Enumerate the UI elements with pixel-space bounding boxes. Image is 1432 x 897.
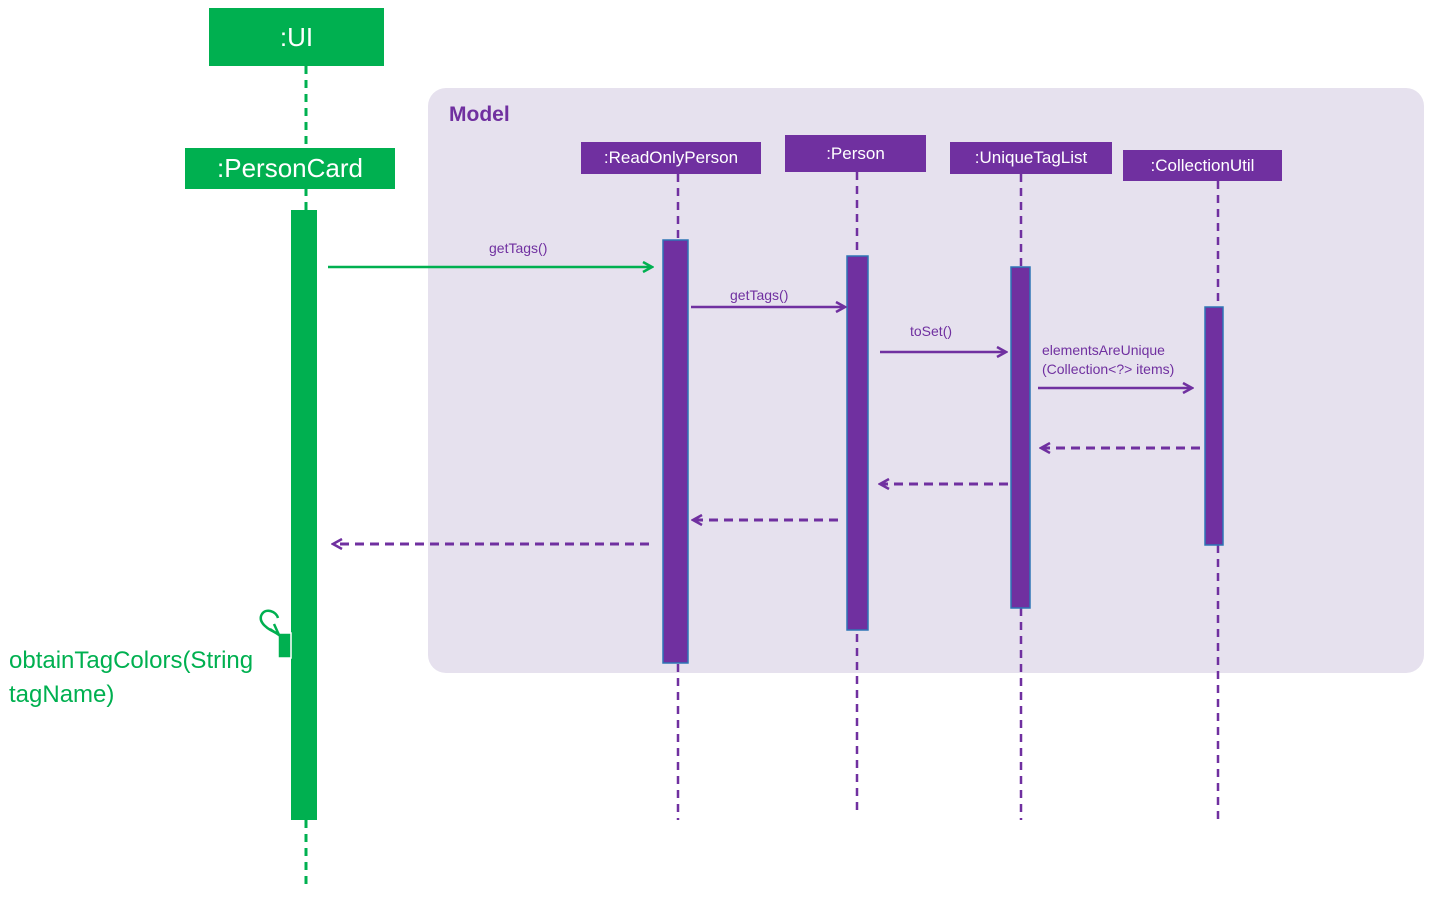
message-label-get-tags-ui: getTags() xyxy=(489,240,548,256)
model-frame xyxy=(428,88,1424,673)
self-call-arrowhead xyxy=(269,623,282,639)
participant-read-only-person: :ReadOnlyPerson xyxy=(581,142,761,174)
message-label-elements-are-unique-line1: elementsAreUnique xyxy=(1042,342,1165,358)
self-call-label-line1: obtainTagColors(String xyxy=(9,647,254,674)
message-label-elements-are-unique: elementsAreUnique (Collection<?> items) xyxy=(1042,341,1174,379)
message-label-to-set: toSet() xyxy=(910,323,953,339)
activation-unique-tag-list xyxy=(1010,266,1031,609)
activation-read-only-person xyxy=(662,239,689,664)
participant-person: :Person xyxy=(785,135,926,172)
participant-person-card: :PersonCard xyxy=(185,148,395,189)
participant-collection-util: :CollectionUtil xyxy=(1123,150,1282,181)
message-label-get-tags-person: getTags() xyxy=(730,287,789,303)
activation-person-card xyxy=(291,210,317,820)
activation-self-call xyxy=(277,632,292,659)
model-frame-title: Model xyxy=(449,103,510,126)
participant-unique-tag-list: :UniqueTagList xyxy=(950,142,1112,174)
activation-collection-util xyxy=(1204,306,1224,546)
self-call-label-line2: tagName) xyxy=(9,681,115,708)
self-call-label: obtainTagColors(String tagName) xyxy=(9,644,253,712)
message-label-elements-are-unique-line2: (Collection<?> items) xyxy=(1042,361,1175,377)
participant-ui: :UI xyxy=(209,8,384,66)
activation-person xyxy=(846,255,869,631)
